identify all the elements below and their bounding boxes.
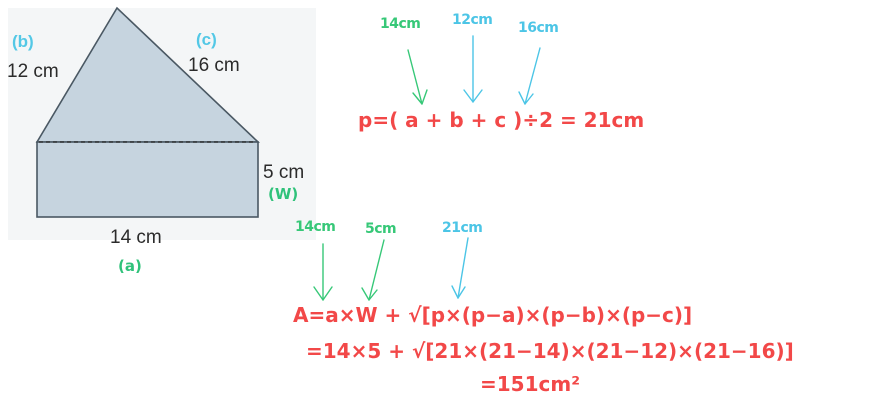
rectangle-part — [36, 141, 259, 218]
area-formula-line-2: =14×5 + √[21×(21−14)×(21−12)×(21−16)] — [306, 339, 794, 363]
arrowhead-w-to-area — [361, 287, 378, 301]
annotation-16cm-top: 16cm — [518, 20, 559, 36]
arrowhead-b-to-p — [463, 89, 483, 103]
label-bottom: 14 cm — [110, 227, 162, 248]
arrowhead-a-to-p — [412, 89, 428, 105]
label-c: (c) — [196, 30, 217, 49]
arrow-w-to-area — [368, 239, 385, 301]
label-height: 5 cm — [263, 162, 305, 183]
label-b: (b) — [12, 32, 34, 51]
annotation-21cm-bottom: 21cm — [442, 220, 483, 236]
arrowhead-p-to-area — [451, 285, 466, 299]
annotation-12cm-top: 12cm — [452, 12, 493, 28]
arrow-c-to-p — [524, 47, 541, 105]
label-right-side: 16 cm — [188, 55, 240, 76]
annotation-14cm-top: 14cm — [380, 16, 421, 32]
arrow-a-to-p — [407, 49, 423, 105]
label-w: (W) — [268, 185, 299, 203]
annotation-5cm-bottom: 5cm — [365, 221, 397, 237]
annotation-14cm-bottom: 14cm — [295, 219, 336, 235]
area-result: =151cm² — [480, 372, 580, 396]
arrowhead-c-to-p — [518, 91, 534, 105]
perimeter-formula: p=( a + b + c )÷2 = 21cm — [358, 108, 645, 132]
area-formula-line-1: A=a×W + √[p×(p−a)×(p−b)×(p−c)] — [293, 303, 693, 327]
arrowhead-a-to-area — [313, 286, 333, 301]
label-a: (a) — [118, 257, 142, 275]
label-left-side: 12 cm — [7, 61, 59, 82]
arrow-p-to-area — [457, 237, 469, 299]
